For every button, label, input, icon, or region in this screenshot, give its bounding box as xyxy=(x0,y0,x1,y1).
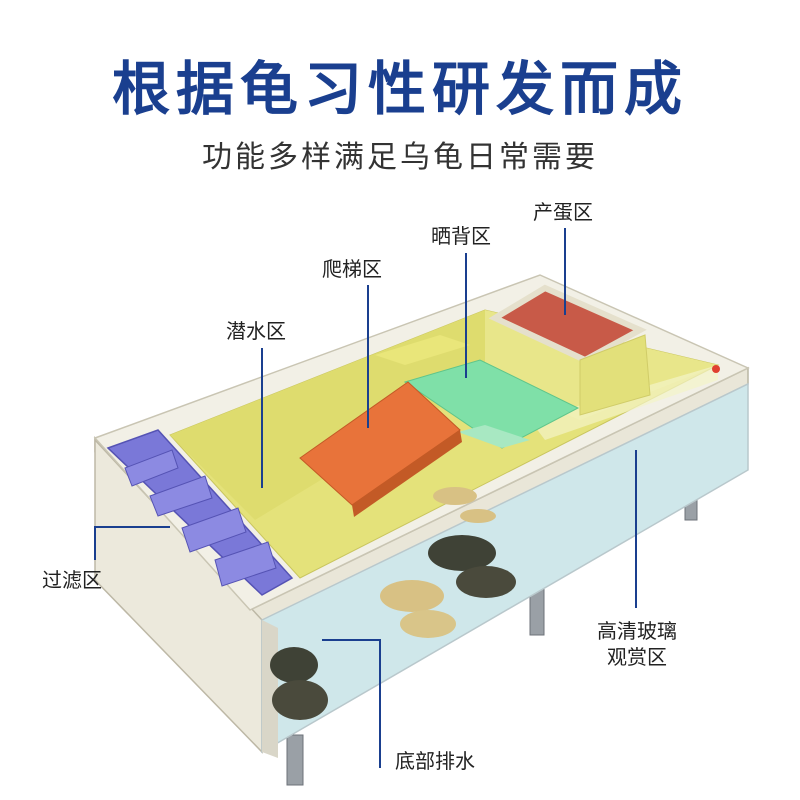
label-glass-line1: 高清玻璃 xyxy=(597,619,677,643)
basking-platform xyxy=(375,335,580,449)
page-title: 根据龟习性研发而成 xyxy=(111,55,688,123)
laying-area xyxy=(488,284,651,416)
filter-area xyxy=(106,429,294,596)
label-basking-area: 晒背区 xyxy=(431,224,491,248)
label-bottom-drain: 底部排水 xyxy=(395,749,475,773)
label-laying-area: 产蛋区 xyxy=(533,200,593,224)
leader-lines xyxy=(94,228,637,768)
page-subtitle: 功能多样满足乌龟日常需要 xyxy=(202,140,598,175)
corner-marker xyxy=(712,365,720,373)
label-glass-viewing-area: 高清玻璃 观赏区 xyxy=(597,618,677,670)
turtles xyxy=(270,487,516,720)
climbing-ladder xyxy=(299,381,462,517)
label-diving-area: 潜水区 xyxy=(226,319,286,343)
label-glass-line2: 观赏区 xyxy=(607,645,667,669)
label-filter-area: 过滤区 xyxy=(42,568,102,592)
label-ladder-area: 爬梯区 xyxy=(322,257,382,281)
